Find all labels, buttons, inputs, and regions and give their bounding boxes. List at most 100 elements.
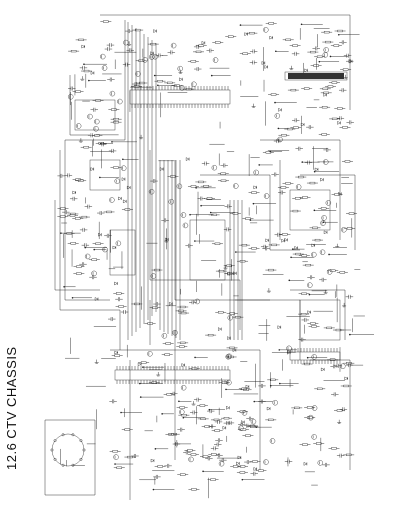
resistor — [300, 312, 307, 316]
junction-dot — [269, 150, 272, 153]
resistor — [327, 85, 334, 88]
diode — [265, 238, 270, 243]
diode — [90, 167, 95, 171]
bus — [149, 150, 241, 330]
diode — [244, 32, 249, 36]
resistor — [301, 292, 307, 295]
resistor — [168, 433, 174, 436]
junction-dot — [269, 384, 272, 387]
resistor — [268, 22, 274, 25]
resistor — [295, 252, 301, 256]
junction-dot — [63, 285, 65, 288]
junction-dot — [252, 202, 255, 205]
transistor — [148, 54, 155, 60]
transistor — [323, 159, 329, 165]
ic-main-processor — [129, 89, 231, 105]
transistor — [277, 136, 283, 143]
transistor — [269, 438, 276, 444]
resistor — [170, 175, 176, 178]
junction-dot — [301, 161, 304, 163]
diode — [323, 230, 328, 235]
transistor — [75, 123, 82, 129]
resistor — [190, 60, 197, 63]
crt-board-outline — [44, 419, 96, 496]
resistor — [95, 242, 101, 245]
resistor — [191, 367, 198, 370]
resistor — [303, 87, 310, 90]
resistor — [335, 328, 342, 332]
resistor — [94, 134, 100, 137]
resistor — [103, 20, 109, 23]
resistor — [179, 305, 186, 309]
resistor — [239, 260, 246, 263]
resistor — [298, 175, 304, 179]
bus — [300, 174, 356, 250]
transistor — [274, 113, 281, 119]
resistor — [124, 208, 131, 211]
junction-dot — [249, 219, 252, 221]
transistor — [115, 240, 122, 247]
resistor — [114, 354, 120, 357]
resistor — [226, 264, 232, 267]
transistor — [94, 118, 100, 125]
resistor — [198, 44, 204, 47]
transistor — [170, 42, 177, 49]
junction-dot — [275, 50, 277, 53]
resistor — [295, 197, 301, 200]
resistor — [166, 393, 172, 396]
transistor — [263, 459, 269, 465]
resistor — [326, 326, 332, 330]
junction-dot — [71, 296, 74, 299]
schematic-components — [50, 20, 355, 491]
transistor — [150, 273, 157, 279]
bus — [260, 139, 341, 240]
resistor — [343, 384, 349, 388]
resistor — [239, 471, 246, 474]
resistor — [214, 429, 220, 432]
transistor — [323, 47, 329, 53]
transistor — [172, 329, 178, 336]
junction-dot — [241, 478, 244, 481]
junction-dot — [349, 333, 351, 336]
resistor — [309, 181, 316, 185]
resistor — [76, 272, 82, 275]
transistor — [182, 222, 189, 229]
bus — [310, 359, 351, 470]
junction-dot — [290, 256, 292, 259]
junction-dot — [258, 164, 261, 166]
junction-dot — [322, 221, 325, 224]
socket-pin — [61, 433, 65, 437]
diode — [307, 310, 312, 314]
junction-dot — [99, 176, 101, 179]
resistor — [348, 212, 355, 215]
diode — [150, 51, 154, 56]
transistor — [250, 418, 257, 425]
junction-dot — [194, 240, 196, 242]
resistor — [301, 254, 308, 257]
resistor — [344, 160, 351, 163]
resistor — [293, 126, 299, 129]
resistor — [292, 209, 299, 213]
resistor — [329, 358, 336, 361]
diode — [320, 367, 325, 372]
transistor — [161, 333, 168, 339]
resistor — [187, 449, 193, 452]
transistor — [340, 363, 346, 369]
resistor — [239, 465, 246, 468]
junction-dot — [88, 79, 90, 82]
bus — [174, 160, 270, 301]
transistor — [100, 53, 106, 60]
resistor — [268, 418, 274, 421]
diode — [236, 461, 240, 466]
resistor — [116, 292, 122, 295]
resistor — [232, 212, 239, 215]
resistor — [147, 322, 153, 325]
junction-dot — [274, 101, 276, 104]
resistor — [198, 180, 204, 184]
diode — [300, 122, 305, 127]
diode — [226, 405, 230, 410]
resistor — [154, 268, 160, 272]
resistor — [330, 269, 336, 272]
resistor — [214, 242, 221, 245]
resistor — [223, 417, 230, 420]
